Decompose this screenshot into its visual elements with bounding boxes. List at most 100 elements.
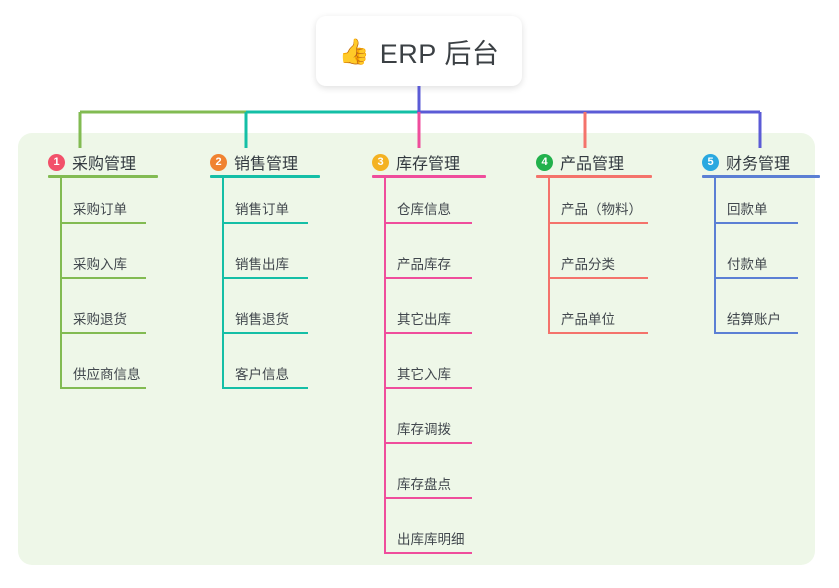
list-item-label: 回款单	[727, 202, 768, 217]
branch-title-1: 采购管理	[72, 156, 137, 173]
branch-underline-3	[372, 175, 486, 178]
list-item[interactable]: 其它入库	[360, 343, 472, 398]
list-item-label: 采购订单	[73, 202, 127, 217]
branch-column-5: 5 财务管理回款单付款单结算账户	[690, 146, 820, 343]
list-item-underline	[384, 277, 472, 279]
branch-underline-4	[536, 175, 652, 178]
list-item[interactable]: 采购退货	[36, 288, 146, 343]
list-item[interactable]: 客户信息	[198, 343, 308, 398]
branch-badge-5: 5	[702, 153, 719, 171]
list-item[interactable]: 采购订单	[36, 178, 146, 233]
list-item[interactable]: 供应商信息	[36, 343, 146, 398]
list-item-underline	[384, 497, 472, 499]
list-item-label: 产品库存	[397, 257, 451, 272]
list-item[interactable]: 销售订单	[198, 178, 308, 233]
list-item-label: 采购入库	[73, 257, 127, 272]
list-item-underline	[714, 277, 798, 279]
branch-header-1[interactable]: 1 采购管理	[36, 146, 158, 178]
list-item[interactable]: 回款单	[690, 178, 798, 233]
branch-badge-4: 4	[536, 153, 553, 171]
list-item-underline	[384, 332, 472, 334]
list-item-underline	[714, 222, 798, 224]
branch-column-3: 3 库存管理仓库信息产品库存其它出库其它入库库存调拨库存盘点出库库明细	[360, 146, 486, 563]
branch-header-4[interactable]: 4 产品管理	[524, 146, 652, 178]
branch-column-1: 1 采购管理采购订单采购入库采购退货供应商信息	[36, 146, 158, 398]
branch-column-4: 4 产品管理产品（物料） 产品分类产品单位	[524, 146, 652, 343]
list-item[interactable]: 付款单	[690, 233, 798, 288]
list-item-underline	[714, 332, 798, 334]
branch-column-2: 2 销售管理销售订单销售出库销售退货客户信息	[198, 146, 320, 398]
list-item-underline	[60, 222, 146, 224]
list-item-underline	[60, 277, 146, 279]
list-item[interactable]: 其它出库	[360, 288, 472, 343]
list-item[interactable]: 结算账户	[690, 288, 798, 343]
branch-badge-2: 2	[210, 153, 227, 171]
list-item-label: 销售订单	[235, 202, 289, 217]
list-item-underline	[222, 222, 308, 224]
branch-items-5: 回款单付款单结算账户	[690, 178, 798, 343]
list-item-underline	[384, 442, 472, 444]
list-item-underline	[548, 277, 648, 279]
list-item-underline	[60, 387, 146, 389]
branch-spine-2	[222, 178, 224, 387]
list-item-label: 库存盘点	[397, 477, 451, 492]
list-item[interactable]: 仓库信息	[360, 178, 472, 233]
list-item-underline	[384, 222, 472, 224]
branch-underline-2	[210, 175, 320, 178]
branch-items-1: 采购订单采购入库采购退货供应商信息	[36, 178, 146, 398]
list-item[interactable]: 产品分类	[524, 233, 648, 288]
list-item-label: 其它入库	[397, 367, 451, 382]
branch-badge-3: 3	[372, 153, 389, 171]
branch-badge-1: 1	[48, 153, 65, 171]
list-item[interactable]: 销售出库	[198, 233, 308, 288]
list-item-underline	[384, 387, 472, 389]
list-item[interactable]: 产品单位	[524, 288, 648, 343]
list-item-underline	[222, 332, 308, 334]
branch-spine-4	[548, 178, 550, 332]
branch-items-3: 仓库信息产品库存其它出库其它入库库存调拨库存盘点出库库明细	[360, 178, 472, 563]
root-node[interactable]: 👍 ERP 后台	[316, 16, 522, 86]
list-item-label: 销售出库	[235, 257, 289, 272]
branch-items-2: 销售订单销售出库销售退货客户信息	[198, 178, 308, 398]
list-item-label: 产品分类	[561, 257, 615, 272]
list-item-label: 产品（物料）	[561, 202, 642, 217]
branch-header-5[interactable]: 5 财务管理	[690, 146, 820, 178]
list-item-label: 销售退货	[235, 312, 289, 327]
list-item[interactable]: 采购入库	[36, 233, 146, 288]
branch-items-4: 产品（物料） 产品分类产品单位	[524, 178, 648, 343]
list-item-underline	[384, 552, 472, 554]
list-item[interactable]: 库存盘点	[360, 453, 472, 508]
branch-title-2: 销售管理	[234, 156, 299, 173]
list-item-label: 结算账户	[727, 312, 781, 327]
list-item-underline	[222, 387, 308, 389]
list-item-label: 采购退货	[73, 312, 127, 327]
list-item-label: 客户信息	[235, 367, 289, 382]
list-item-label: 仓库信息	[397, 202, 451, 217]
list-item-label: 付款单	[727, 257, 768, 272]
list-item-underline	[548, 222, 648, 224]
list-item-label: 供应商信息	[73, 367, 141, 382]
branch-title-5: 财务管理	[726, 156, 791, 173]
list-item-label: 产品单位	[561, 312, 615, 327]
list-item[interactable]: 库存调拨	[360, 398, 472, 453]
branch-header-2[interactable]: 2 销售管理	[198, 146, 320, 178]
list-item[interactable]: 销售退货	[198, 288, 308, 343]
branch-title-3: 库存管理	[396, 156, 461, 173]
branch-spine-5	[714, 178, 716, 332]
branch-spine-1	[60, 178, 62, 387]
root-node-title: ERP 后台	[379, 38, 500, 69]
list-item[interactable]: 产品（物料）	[524, 178, 648, 233]
branch-underline-5	[702, 175, 820, 178]
list-item-label: 库存调拨	[397, 422, 451, 437]
list-item-underline	[60, 332, 146, 334]
list-item-label: 出库库明细	[397, 532, 465, 547]
list-item-underline	[548, 332, 648, 334]
branch-title-4: 产品管理	[560, 156, 625, 173]
thumbs-up-icon: 👍	[338, 36, 370, 66]
branch-underline-1	[48, 175, 158, 178]
list-item[interactable]: 产品库存	[360, 233, 472, 288]
diagram-background-panel	[18, 133, 815, 565]
list-item[interactable]: 出库库明细	[360, 508, 472, 563]
list-item-underline	[222, 277, 308, 279]
branch-header-3[interactable]: 3 库存管理	[360, 146, 486, 178]
